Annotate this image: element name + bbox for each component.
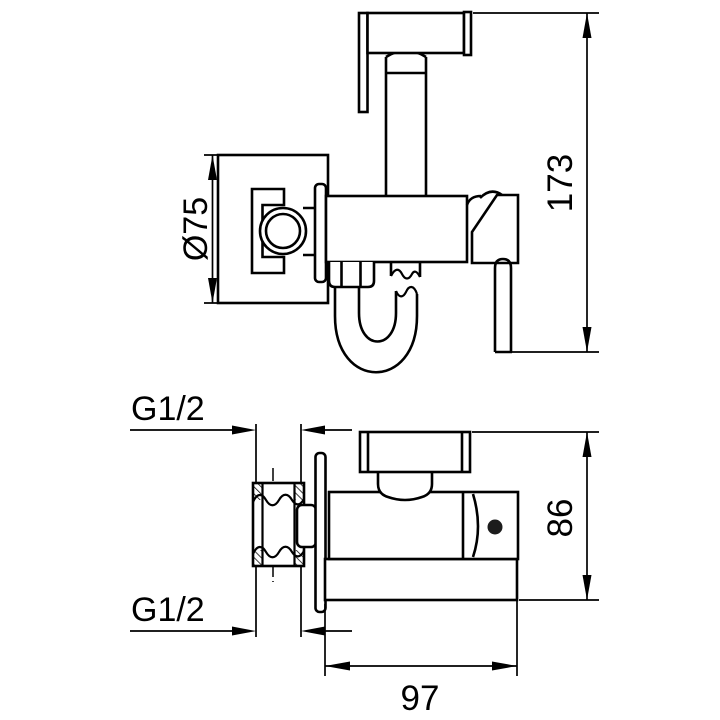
arrow-up-icon	[208, 155, 217, 180]
wall-plate-edge-top	[314, 451, 327, 614]
hose-nut-facets	[340, 262, 362, 287]
arrow-up-icon	[582, 432, 592, 457]
side-view: 173 Ø75	[177, 10, 599, 374]
dim-total-height: 173	[473, 12, 599, 353]
base-plate-top	[323, 557, 519, 602]
head-bar-top-view	[358, 430, 472, 474]
head-right-cap	[462, 10, 473, 57]
sprayer-stem	[384, 57, 428, 196]
head-bar-caps	[366, 432, 464, 472]
dim-depth-extensions	[472, 431, 599, 601]
dim-body-width: 97	[324, 563, 518, 718]
holder-bracket	[250, 187, 286, 275]
dim-body-width-label: 97	[401, 679, 440, 718]
thread-hatch-tr	[294, 483, 304, 500]
trigger-lever	[357, 11, 369, 114]
dim-width-extensions	[324, 563, 518, 676]
arrow-left-icon	[301, 626, 325, 636]
sprayer-grip	[470, 193, 520, 265]
head-neck-top-view	[376, 469, 434, 502]
dim-total-depth: 86	[472, 431, 599, 601]
thread-hatch-tl	[253, 483, 263, 500]
pipe-connector-nub	[295, 503, 318, 549]
holder-ring-inner	[264, 212, 302, 250]
dim-total-depth-label: 86	[541, 499, 580, 538]
arrow-left-icon	[325, 661, 350, 671]
arrow-down-icon	[582, 575, 592, 600]
thread-break-wavy-bottom	[251, 545, 305, 559]
arrow-down-icon	[208, 278, 217, 303]
dim-outlet-thread-label: G1/2	[131, 591, 205, 629]
grip-shoulder-arc	[465, 194, 482, 206]
valve-body-top	[327, 490, 520, 561]
arrow-down-icon	[582, 327, 592, 352]
thread-break-wavy-top	[251, 493, 305, 507]
dim-plate-diameter: Ø75	[177, 154, 218, 304]
grip-top-bump	[479, 190, 503, 199]
grip-curve-top-view	[471, 493, 480, 558]
dim-plate-diameter-label: Ø75	[177, 197, 215, 261]
threaded-pipe	[251, 481, 306, 568]
head-top-bar	[366, 11, 466, 55]
wall-plate-edge-side	[313, 182, 328, 284]
top-view: 86 97 G1/2 G1/2	[130, 390, 599, 718]
dim-total-height-label: 173	[541, 154, 580, 212]
hose-connector-tube	[493, 257, 513, 352]
arrow-right-icon	[232, 626, 256, 636]
thread-hatch-br	[294, 550, 304, 566]
dim-inlet-thread: G1/2	[130, 390, 352, 435]
arrow-right-icon	[492, 661, 517, 671]
arrow-right-icon	[232, 425, 256, 435]
dim-outlet-thread: G1/2	[130, 591, 352, 636]
dim-inlet-thread-label: G1/2	[131, 390, 205, 428]
arrow-up-icon	[582, 13, 592, 38]
hose-nut	[327, 262, 376, 289]
hose-loop	[333, 262, 422, 374]
valve-body-side	[324, 194, 469, 264]
grip-button-dot	[487, 519, 503, 535]
dim-plate-extensions	[204, 154, 218, 304]
thread-hatch-bl	[253, 550, 263, 566]
dim-total-height-extensions	[473, 12, 599, 353]
arrow-left-icon	[301, 425, 325, 435]
